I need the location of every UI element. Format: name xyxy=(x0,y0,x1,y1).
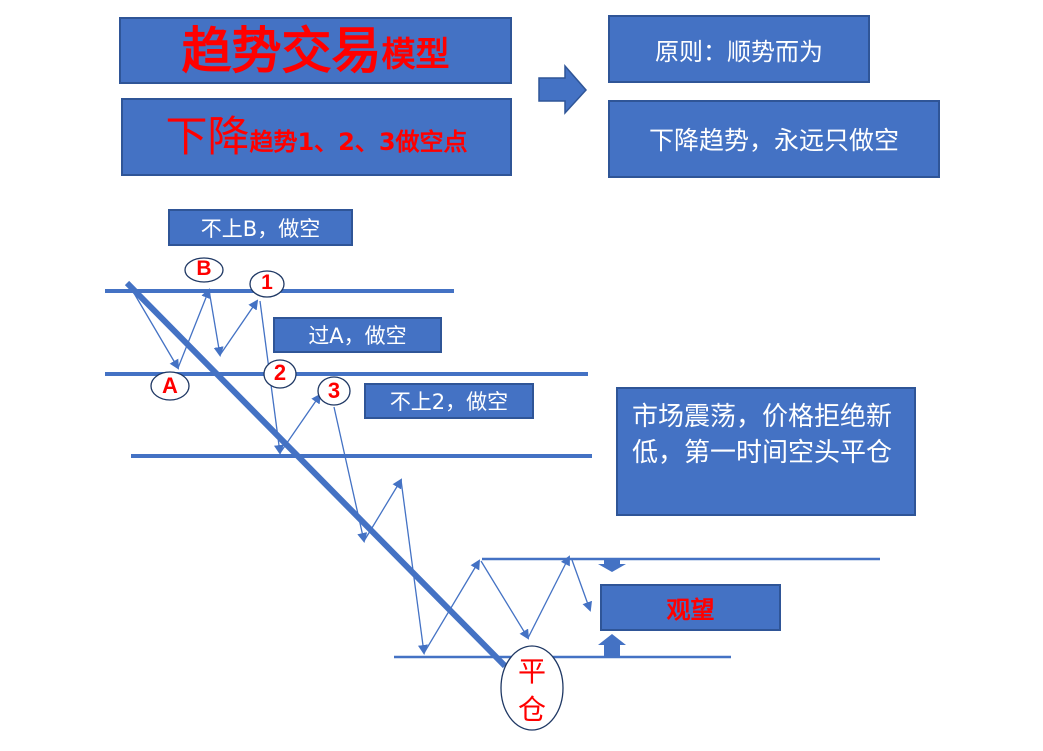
wait-box: 观望 xyxy=(600,584,781,631)
point-b-label: B xyxy=(196,257,212,280)
subtitle-small: 趋势1、2、3做空点 xyxy=(249,128,468,156)
market-note-label: 市场震荡，价格拒绝新低，第一时间空头平仓 xyxy=(632,402,893,468)
title-box: 趋势交易 模型 xyxy=(119,17,512,84)
not-above-b-box: 不上B，做空 xyxy=(168,209,353,246)
not-above-b-label: 不上B，做空 xyxy=(200,216,321,241)
market-note-box: 市场震荡，价格拒绝新低，第一时间空头平仓 xyxy=(616,387,916,516)
point-b-circle xyxy=(184,257,224,283)
point-3-label: 3 xyxy=(327,378,341,403)
close-position-top: 平 xyxy=(517,656,546,687)
not-above-2-box: 不上2，做空 xyxy=(364,383,534,419)
break-a-label: 过A，做空 xyxy=(308,324,407,348)
close-position-circle xyxy=(500,645,564,731)
point-3-circle xyxy=(317,376,351,406)
close-position-bottom: 仓 xyxy=(517,694,546,725)
trend-line xyxy=(124,280,508,669)
up-arrow-icon xyxy=(598,634,626,657)
title-main: 趋势交易 xyxy=(181,21,382,80)
wait-label: 观望 xyxy=(666,596,715,624)
principle-box: 原则：顺势而为 xyxy=(608,15,870,83)
point-a-circle xyxy=(150,371,190,401)
down-arrow-icon xyxy=(598,560,626,572)
rule-label: 下降趋势，永远只做空 xyxy=(648,126,899,155)
subtitle-large: 下降 xyxy=(165,112,250,161)
point-a-label: A xyxy=(162,373,178,398)
subtitle-box: 下降 趋势1、2、3做空点 xyxy=(121,98,512,176)
title-suffix: 模型 xyxy=(381,34,450,75)
point-1-label: 1 xyxy=(261,271,273,294)
point-2-circle xyxy=(263,359,297,389)
point-1-circle xyxy=(249,270,285,298)
principle-label: 原则：顺势而为 xyxy=(655,37,823,66)
break-a-box: 过A，做空 xyxy=(273,317,442,353)
point-2-label: 2 xyxy=(273,360,287,385)
rule-box: 下降趋势，永远只做空 xyxy=(608,100,940,178)
not-above-2-label: 不上2，做空 xyxy=(389,390,509,414)
